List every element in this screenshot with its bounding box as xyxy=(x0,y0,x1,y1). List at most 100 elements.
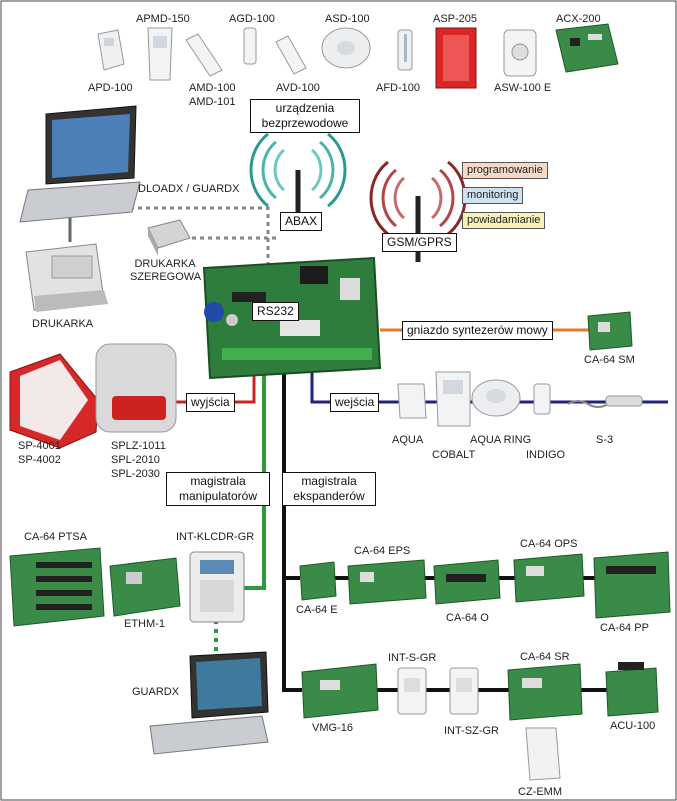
label-acx200: ACX-200 xyxy=(556,13,601,25)
label-sp4001: SP-4001 xyxy=(18,440,61,452)
aqua-device xyxy=(397,383,427,419)
intsgr-device xyxy=(397,667,427,715)
expander-bus-box: magistrala ekspanderów xyxy=(282,472,376,506)
label-spl2010: SPL-2010 xyxy=(111,454,160,466)
ca64ptsa-device xyxy=(9,547,105,627)
label-vmg16: VMG-16 xyxy=(312,722,353,734)
label-spl2030: SPL-2030 xyxy=(111,468,160,480)
ethm1-device xyxy=(109,557,181,617)
ca64o-device xyxy=(433,559,501,605)
label-serial-printer-2: SZEREGOWA xyxy=(130,271,202,283)
wireless-box-line1: urządzenia xyxy=(275,101,335,115)
keypad-bus-box: magistrala manipulatorów xyxy=(166,472,270,506)
abax-antenna xyxy=(249,132,347,212)
label-splz1011: SPLZ-1011 xyxy=(111,440,166,452)
ca64sr-device xyxy=(507,663,583,721)
s3-device xyxy=(567,395,643,408)
label-aqua: AQUA xyxy=(392,434,424,446)
wireless-devices-box: urządzenia bezprzewodowe xyxy=(250,99,360,133)
label-ca64sm: CA-64 SM xyxy=(584,354,635,366)
tag-programowanie: programowanie xyxy=(462,162,548,179)
label-intklcdr: INT-KLCDR-GR xyxy=(176,531,255,543)
agd100-device xyxy=(243,27,257,65)
printer-device xyxy=(25,243,108,312)
label-s3: S-3 xyxy=(596,434,614,446)
label-afd100: AFD-100 xyxy=(376,82,421,94)
label-apd100: APD-100 xyxy=(88,82,133,94)
label-intsgr: INT-S-GR xyxy=(388,652,437,664)
gsm-gprs-box: GSM/GPRS xyxy=(382,233,457,252)
label-asd100: ASD-100 xyxy=(325,13,370,25)
label-serial-printer-1: DRUKARKA xyxy=(134,258,196,270)
label-indigo: INDIGO xyxy=(526,449,566,461)
keypad-bus-line2: manipulatorów xyxy=(178,489,258,503)
vmg16-device xyxy=(301,663,379,719)
label-dloadx-guardx: DLOADX / GUARDX xyxy=(138,183,240,195)
asp205-device xyxy=(435,27,477,89)
label-apmd150: APMD-150 xyxy=(136,13,190,25)
apmd150-device xyxy=(147,27,173,81)
apd100-device xyxy=(97,29,125,71)
label-ca64sr: CA-64 SR xyxy=(520,651,570,663)
label-printer: DRUKARKA xyxy=(32,318,94,330)
speech-socket-box: gniazdo syntezerów mowy xyxy=(402,321,553,340)
label-amd101: AMD-101 xyxy=(189,96,236,108)
cobalt-device xyxy=(435,371,471,427)
asd100-device xyxy=(321,27,371,69)
afd100-device xyxy=(397,29,413,71)
label-avd100: AVD-100 xyxy=(276,82,320,94)
asw100e-device xyxy=(503,29,537,77)
ca64eps-device xyxy=(347,559,427,605)
wireless-box-line2: bezprzewodowe xyxy=(261,116,349,130)
label-ca64ptsa: CA-64 PTSA xyxy=(24,531,87,543)
siren-sp4001-device xyxy=(9,353,99,449)
rs232-box: RS232 xyxy=(252,302,299,321)
label-intszgr: INT-SZ-GR xyxy=(444,725,499,737)
label-ca64o: CA-64 O xyxy=(446,612,489,624)
acu100-device xyxy=(605,662,659,717)
keypad-bus-line1: magistrala xyxy=(190,474,246,488)
label-agd100: AGD-100 xyxy=(229,13,275,25)
czemm-device xyxy=(525,727,561,781)
acx200-device xyxy=(555,23,619,73)
label-sp4002: SP-4002 xyxy=(18,454,61,466)
ca64sm-device xyxy=(587,311,633,351)
label-aquaring: AQUA RING xyxy=(470,434,532,446)
label-ca64e: CA-64 E xyxy=(296,604,338,616)
tag-monitoring: monitoring xyxy=(462,187,524,204)
label-ethm1: ETHM-1 xyxy=(124,618,165,630)
label-guardx: GUARDX xyxy=(132,686,180,698)
label-acu100: ACU-100 xyxy=(610,720,656,732)
indigo-device xyxy=(533,383,551,415)
tag-powiadamianie: powiadamianie xyxy=(462,212,546,229)
label-ca64ops: CA-64 OPS xyxy=(520,538,578,550)
abax-box: ABAX xyxy=(280,212,323,231)
label-ca64eps: CA-64 EPS xyxy=(354,545,411,557)
siren-splz1011-device xyxy=(95,343,177,433)
expander-bus-line2: ekspanderów xyxy=(293,489,365,503)
label-asp205: ASP-205 xyxy=(433,13,478,25)
keypad-intklcdr-device xyxy=(189,551,245,623)
laptop-dloadx-device xyxy=(19,105,141,223)
amd100-device xyxy=(185,33,223,77)
inputs-box: wejścia xyxy=(330,393,380,412)
intszgr-device xyxy=(449,667,479,715)
expander-bus-line1: magistrala xyxy=(301,474,357,488)
ca64e-device xyxy=(299,561,337,601)
label-czemm: CZ-EMM xyxy=(518,786,562,798)
laptop-guardx-device xyxy=(149,651,269,755)
serial-links xyxy=(130,206,280,268)
serial-printer-device xyxy=(147,219,191,256)
label-cobalt: COBALT xyxy=(432,449,476,461)
label-ca64pp: CA-64 PP xyxy=(600,622,649,634)
avd100-device xyxy=(275,35,307,75)
ca64ops-device xyxy=(513,553,585,603)
outputs-box: wyjścia xyxy=(186,393,235,412)
label-asw100e: ASW-100 E xyxy=(494,82,552,94)
ca64pp-device xyxy=(593,551,671,619)
label-amd100: AMD-100 xyxy=(189,82,236,94)
aqua-ring-device xyxy=(471,379,521,417)
